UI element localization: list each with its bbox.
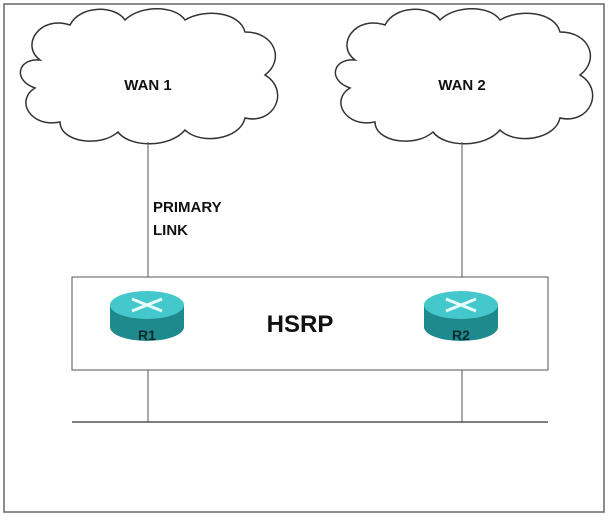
cloud-wan1: WAN 1 [19,8,279,145]
cloud-label-wan1: WAN 1 [124,77,172,94]
router-r1-icon: R1 [110,291,184,343]
hsrp-label: HSRP [267,311,334,338]
primary-link-label-line1: PRIMARY [153,199,222,216]
router-r2-icon: R2 [424,291,498,343]
router-r1-label: R1 [138,327,156,343]
primary-link-label-line2: LINK [153,222,188,239]
cloud-wan2: WAN 2 [334,8,594,145]
router-r2-label: R2 [452,327,470,343]
diagram-frame [3,3,605,513]
cloud-label-wan2: WAN 2 [438,77,486,94]
